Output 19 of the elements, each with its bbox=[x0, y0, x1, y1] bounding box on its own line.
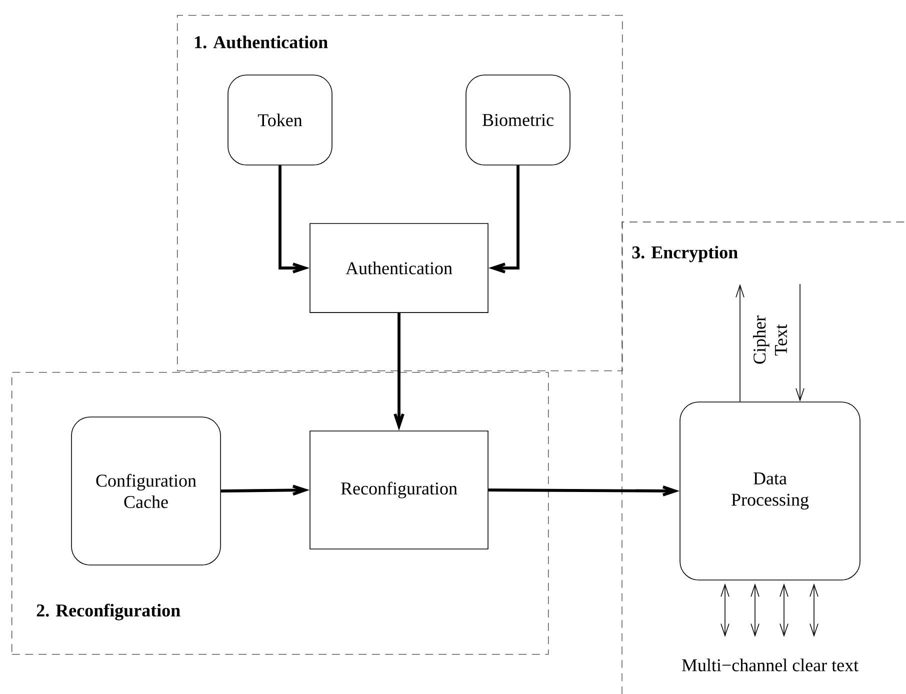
connector-arrow bbox=[750, 583, 760, 637]
connector-arrow bbox=[720, 583, 730, 637]
connector-arrow bbox=[736, 284, 744, 402]
connector-arrow bbox=[394, 312, 404, 431]
label-text: Cipher Text bbox=[753, 316, 787, 364]
process-box: Reconfiguration bbox=[310, 430, 488, 550]
rounded-box: Token bbox=[228, 74, 332, 166]
connector-arrow bbox=[488, 486, 680, 496]
rounded-box: Data Processing bbox=[680, 402, 860, 580]
label-text: Multi−channel clear text bbox=[682, 658, 858, 672]
rounded-box: Biometric bbox=[466, 74, 570, 166]
connector-arrow bbox=[488, 165, 520, 274]
connector-arrow bbox=[780, 583, 788, 637]
connector-arrow bbox=[810, 583, 818, 638]
connector-arrow bbox=[220, 484, 310, 496]
connector-arrow bbox=[278, 165, 310, 274]
process-box: Authentication bbox=[310, 223, 488, 313]
connector-arrow bbox=[796, 284, 804, 402]
rounded-box: Configuration Cache bbox=[71, 416, 221, 566]
